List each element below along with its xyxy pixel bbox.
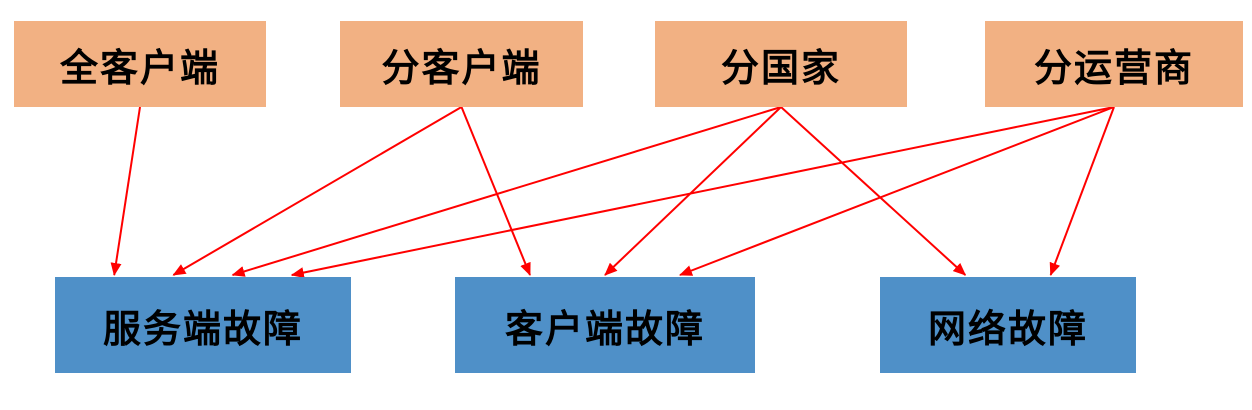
edge-by-client-to-client-fault (460, 106, 531, 276)
edge-all-clients-to-server-fault (110, 106, 141, 276)
node-server-fault: 服务端故障 (55, 277, 351, 373)
edge-by-country-to-network-fault (780, 106, 967, 276)
node-by-client-label: 分客户端 (381, 44, 542, 90)
edge-by-carrier-to-client-fault (679, 106, 1115, 276)
node-server-fault-label: 服务端故障 (102, 305, 303, 351)
node-network-fault-label: 网络故障 (927, 305, 1088, 351)
edge-by-carrier-to-server-fault (290, 106, 1115, 278)
node-network-fault: 网络故障 (880, 277, 1136, 373)
node-client-fault-label: 客户端故障 (504, 305, 705, 351)
node-by-carrier-label: 分运营商 (1033, 44, 1194, 90)
edge-by-client-to-server-fault (172, 106, 463, 276)
node-client-fault: 客户端故障 (455, 277, 755, 373)
node-by-country: 分国家 (655, 21, 907, 107)
edge-by-carrier-to-network-fault (1049, 106, 1115, 276)
node-by-carrier: 分运营商 (985, 21, 1243, 107)
node-all-clients-label: 全客户端 (59, 44, 220, 90)
node-by-country-label: 分国家 (720, 44, 841, 90)
node-all-clients: 全客户端 (14, 21, 266, 107)
node-by-client: 分客户端 (340, 21, 583, 107)
edge-by-country-to-client-fault (604, 106, 782, 276)
edge-by-country-to-server-fault (231, 106, 782, 277)
